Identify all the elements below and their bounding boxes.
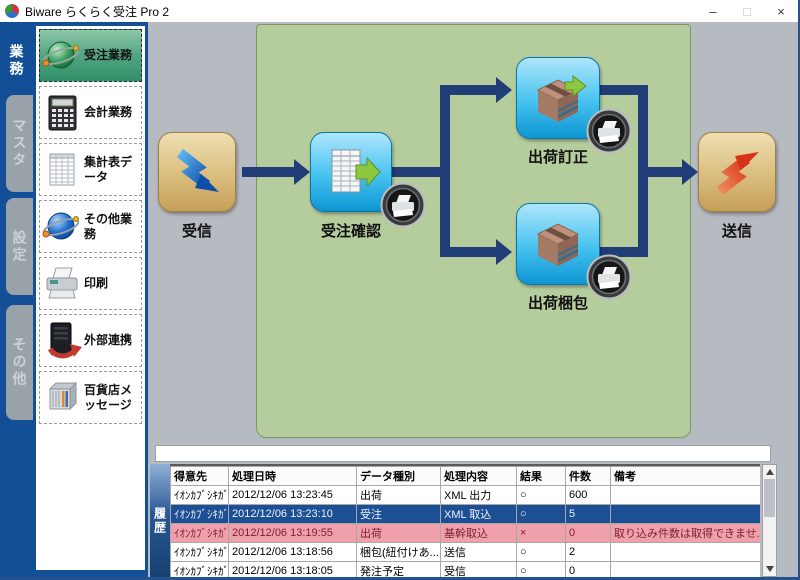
arrow-split-vertical	[440, 85, 450, 257]
server-link-icon	[47, 322, 82, 358]
sidebar-item-insatsu[interactable]: 印刷	[39, 257, 142, 310]
message-bar	[155, 445, 771, 462]
arrowhead-icon	[682, 159, 698, 185]
window-title: Biware らくらく受注 Pro 2	[25, 4, 170, 19]
history-tab[interactable]: 履歴	[150, 464, 170, 577]
table-row[interactable]: ｲｵﾝｶﾌﾞｼｷｶﾞ... 2012/12/06 13:18:05 発注予定 受…	[170, 561, 760, 577]
tab-master[interactable]: マスタ	[6, 95, 33, 192]
col-result[interactable]: 結果	[516, 466, 566, 486]
arrow-correct-out	[600, 85, 648, 95]
node-label-receive: 受信	[181, 223, 212, 240]
col-data-type[interactable]: データ種別	[356, 466, 441, 486]
node-label-ship-pack: 出荷梱包	[527, 295, 588, 312]
table-row-error[interactable]: ｲｵﾝｶﾌﾞｼｷｶﾞ... 2012/12/06 13:19:55 出荷 基幹取…	[170, 523, 760, 543]
sidebar-item-label: 印刷	[84, 276, 109, 291]
node-label-ship-correct: 出荷訂正	[527, 149, 588, 166]
document-arrow-icon	[331, 149, 381, 193]
scrollbar-thumb[interactable]	[764, 479, 775, 517]
sidebar-item-label: 外部連携	[84, 333, 133, 348]
arrow-merge-vertical	[638, 85, 648, 257]
arrow-confirm-out	[392, 167, 445, 177]
col-datetime[interactable]: 処理日時	[228, 466, 357, 486]
message-server-icon	[49, 381, 77, 410]
table-row[interactable]: ｲｵﾝｶﾌﾞｼｷｶﾞ... 2012/12/06 13:18:56 梱包(紐付け…	[170, 542, 760, 562]
bolt-up-icon	[716, 152, 759, 195]
title-bar: Biware らくらく受注 Pro 2 – □ ×	[0, 0, 798, 22]
tab-settings[interactable]: 設定	[6, 198, 33, 295]
node-label-order-confirm: 受注確認	[320, 223, 381, 240]
col-note[interactable]: 備考	[610, 466, 760, 486]
arrow-to-correct	[440, 85, 496, 95]
node-order-confirm[interactable]	[310, 132, 392, 212]
arrowhead-icon	[496, 239, 512, 265]
node-send[interactable]	[698, 132, 776, 212]
table-header-row: 得意先 処理日時 データ種別 処理内容 結果 件数 備考	[170, 466, 760, 486]
arrowhead-icon	[496, 77, 512, 103]
printer-badge-icon[interactable]	[586, 254, 632, 300]
arrow-to-pack	[440, 247, 496, 257]
sidebar-item-label: 受注業務	[84, 48, 133, 63]
sidebar: 受注業務 会計業務	[33, 22, 148, 577]
history-table-wrap: 得意先 処理日時 データ種別 処理内容 結果 件数 備考 ｲｵﾝｶﾌﾞｼｷｶﾞ.…	[170, 464, 760, 577]
col-count[interactable]: 件数	[565, 466, 611, 486]
node-ship-correct[interactable]	[516, 57, 600, 139]
globe-blue-icon	[42, 212, 80, 239]
scroll-up-icon[interactable]	[766, 469, 774, 475]
arrowhead-icon	[294, 159, 310, 185]
tab-gyomu[interactable]: 業務	[8, 44, 25, 78]
printer-badge-icon[interactable]	[380, 182, 426, 228]
sidebar-item-label: 集計表データ	[84, 155, 133, 184]
history-table: 得意先 処理日時 データ種別 処理内容 結果 件数 備考 ｲｵﾝｶﾌﾞｼｷｶﾞ.…	[170, 466, 760, 577]
table-row[interactable]: ｲｵﾝｶﾌﾞｼｷｶﾞ... 2012/12/06 13:23:45 出荷 XML…	[170, 485, 760, 505]
sidebar-item-label: 会計業務	[84, 105, 133, 120]
col-operation[interactable]: 処理内容	[440, 466, 517, 486]
sidebar-item-kaikei-gyomu[interactable]: 会計業務	[39, 86, 142, 139]
nav-tabstrip: 業務 マスタ 設定 その他	[0, 22, 33, 577]
minimize-button[interactable]: –	[709, 3, 717, 19]
table-row-selected[interactable]: ｲｵﾝｶﾌﾞｼｷｶﾞ... 2012/12/06 13:23:10 受注 XML…	[170, 504, 760, 524]
tab-others[interactable]: その他	[6, 305, 33, 420]
sidebar-item-gaibu-renkei[interactable]: 外部連携	[39, 314, 142, 367]
sidebar-item-sonota-gyomu[interactable]: その他業務	[39, 200, 142, 253]
printer-icon	[46, 267, 78, 298]
arrow-pack-out	[600, 247, 648, 257]
sidebar-item-label: その他業務	[84, 212, 133, 241]
app-icon	[5, 4, 19, 18]
bolt-down-icon	[176, 149, 219, 192]
scroll-down-icon[interactable]	[766, 566, 774, 572]
arrow-receive-to-confirm	[242, 167, 294, 177]
history-tab-label: 履歴	[152, 506, 167, 535]
node-label-send: 送信	[721, 223, 752, 240]
maximize-button: □	[743, 3, 751, 19]
sidebar-panel: 受注業務 会計業務	[36, 26, 145, 570]
box-icon	[536, 223, 580, 266]
node-receive[interactable]	[158, 132, 236, 212]
box-arrow-icon	[536, 74, 587, 122]
content-area: 業務 マスタ 設定 その他 受注業務	[0, 22, 798, 577]
globe-green-icon	[42, 41, 80, 68]
printer-badge-icon[interactable]	[586, 108, 632, 154]
sidebar-item-hyakkaten-message[interactable]: 百貨店メッセージ	[39, 371, 142, 424]
sidebar-item-label: 百貨店メッセージ	[84, 383, 133, 412]
arrow-to-send	[648, 167, 682, 177]
calculator-icon	[48, 95, 77, 130]
close-button[interactable]: ×	[777, 3, 785, 19]
table-scrollbar[interactable]	[762, 464, 777, 577]
sidebar-item-juchu-gyomu[interactable]: 受注業務	[39, 29, 142, 82]
main-area: 受信	[148, 22, 798, 577]
report-icon	[49, 153, 75, 185]
node-ship-pack[interactable]	[516, 203, 600, 285]
col-customer[interactable]: 得意先	[170, 466, 229, 486]
sidebar-item-shukeihyo-data[interactable]: 集計表データ	[39, 143, 142, 196]
